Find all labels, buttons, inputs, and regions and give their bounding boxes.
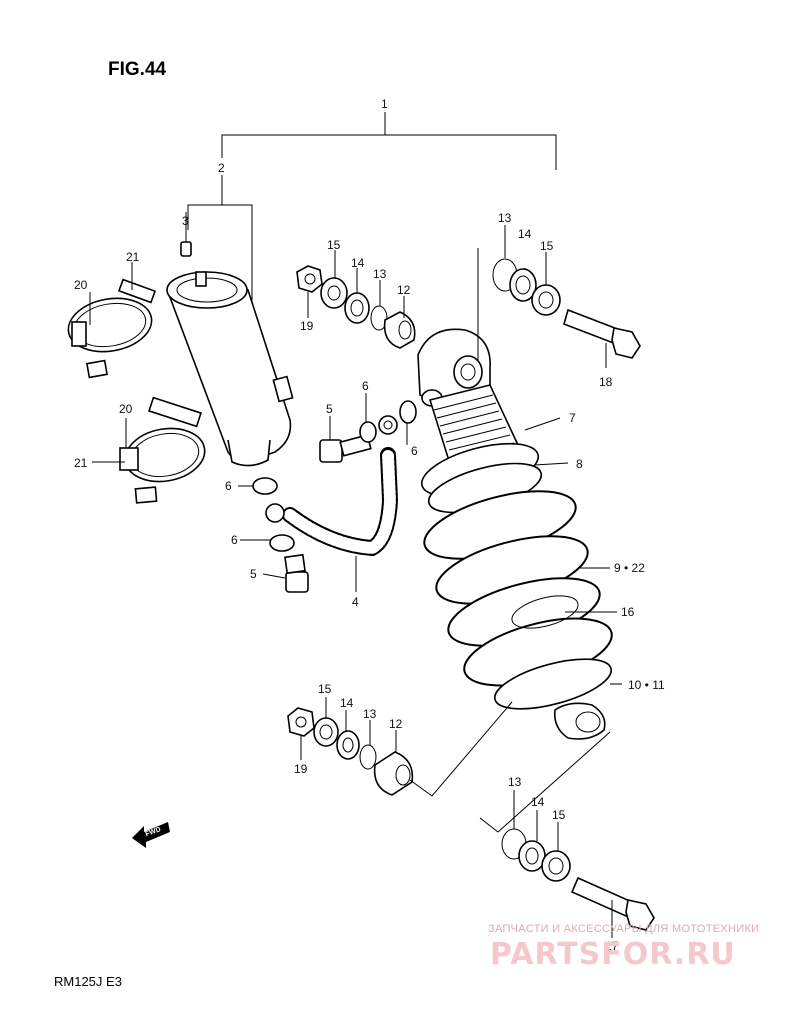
- callout-6: 6: [225, 479, 232, 493]
- callout-6: 6: [231, 533, 238, 547]
- callout-8: 8: [576, 457, 583, 471]
- callout-13: 13: [508, 775, 522, 789]
- callout-7: 7: [569, 411, 576, 425]
- watermark-logo: PARTSFOR.RU: [490, 937, 736, 972]
- callout-12: 12: [389, 717, 403, 731]
- callout-9-22: 9 • 22: [614, 561, 645, 575]
- callout-15: 15: [327, 238, 341, 252]
- callout-19: 19: [300, 319, 314, 333]
- upper-right-hardware: [492, 258, 561, 316]
- model-code: RM125J E3: [54, 974, 122, 989]
- banjo-bolt-lower: [284, 553, 309, 593]
- sealing-washer: [359, 421, 377, 443]
- callout-numbers: 1 2 3 21 20 20 21 15 14 13 12 19 13 14 1…: [74, 97, 665, 953]
- callout-3: 3: [182, 214, 189, 228]
- callout-14: 14: [340, 696, 354, 710]
- callout-5: 5: [326, 402, 333, 416]
- callout-6: 6: [411, 444, 418, 458]
- callout-5: 5: [250, 567, 257, 581]
- callout-1: 1: [381, 97, 388, 111]
- callout-15: 15: [552, 808, 566, 822]
- callout-18: 18: [599, 375, 613, 389]
- sealing-washer: [252, 477, 278, 495]
- lower-left-hardware: [287, 707, 414, 796]
- callout-20: 20: [119, 402, 133, 416]
- watermark: ЗАПЧАСТИ И АКСЕССУАРЫ ДЛЯ МОТОТЕХНИКИ PA…: [488, 923, 759, 972]
- callout-10-11: 10 • 11: [628, 678, 665, 692]
- forward-arrow-icon: FWD: [132, 822, 170, 848]
- callout-2: 2: [218, 161, 225, 175]
- figure-title: FIG.44: [108, 59, 167, 80]
- shock-absorber-body: [417, 328, 613, 740]
- callout-13: 13: [498, 211, 512, 225]
- upper-mount-hardware: [296, 265, 416, 349]
- callout-4: 4: [352, 595, 359, 609]
- callout-12: 12: [397, 283, 411, 297]
- mount-bolt-lower: [570, 876, 655, 931]
- callout-17: 17: [605, 939, 619, 953]
- reservoir-hose: [265, 415, 399, 557]
- clamp-band-lower: [119, 396, 206, 504]
- assembly-bracket-2: [187, 175, 253, 305]
- callout-14: 14: [518, 227, 532, 241]
- clamp-band-upper: [67, 278, 157, 379]
- lower-right-hardware: [501, 828, 571, 882]
- leader-lines: [89, 212, 622, 938]
- assembly-bracket-1: [221, 112, 557, 170]
- callout-21: 21: [74, 456, 88, 470]
- callout-15: 15: [540, 239, 554, 253]
- callout-16: 16: [621, 605, 635, 619]
- callout-20: 20: [74, 278, 88, 292]
- callout-19: 19: [294, 762, 308, 776]
- sealing-washer: [269, 534, 295, 552]
- watermark-tagline: ЗАПЧАСТИ И АКСЕССУАРЫ ДЛЯ МОТОТЕХНИКИ: [488, 923, 759, 935]
- valve-cap: [180, 229, 192, 257]
- callout-21: 21: [126, 250, 140, 264]
- callout-15: 15: [318, 682, 332, 696]
- sealing-washer: [399, 400, 417, 424]
- callout-13: 13: [363, 707, 377, 721]
- callout-6: 6: [362, 379, 369, 393]
- callout-13: 13: [373, 267, 387, 281]
- reservoir-tank: [166, 271, 294, 467]
- callout-14: 14: [351, 256, 365, 270]
- mount-bolt-upper: [563, 308, 641, 359]
- callout-14: 14: [531, 795, 545, 809]
